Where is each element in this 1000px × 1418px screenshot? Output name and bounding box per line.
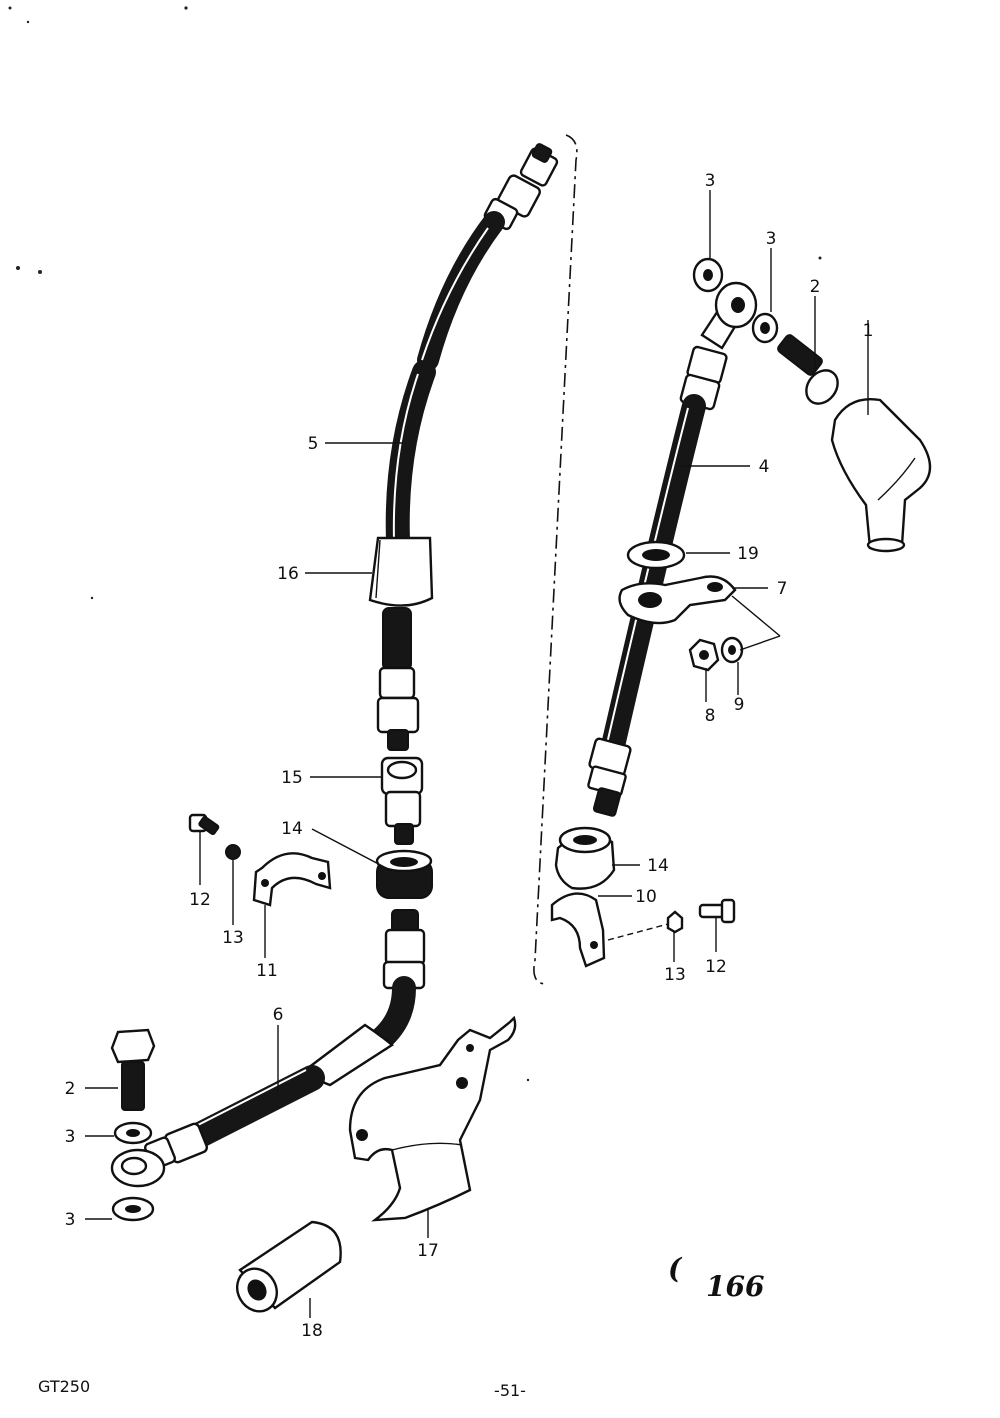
leader-lines — [85, 190, 869, 1318]
callout-3: 3 — [766, 229, 777, 249]
callout-5: 5 — [308, 434, 319, 454]
bolt-12-right — [698, 898, 736, 924]
lower-brake-hose-6 — [144, 909, 426, 1170]
nut-8 — [688, 638, 720, 672]
callout-labels: 3 3 2 1 4 5 16 19 7 8 9 15 14 14 10 12 1… — [65, 171, 874, 1341]
callout-3: 3 — [65, 1210, 76, 1230]
callout-10: 10 — [635, 887, 657, 907]
hose-protector-16 — [368, 536, 434, 607]
model-code: GT250 — [38, 1377, 90, 1396]
clamp-17 — [348, 1015, 517, 1222]
callout-3: 3 — [65, 1127, 76, 1147]
upper-brake-hose-5 — [385, 143, 559, 552]
callout-13: 13 — [664, 965, 686, 985]
page-number: -51- — [494, 1381, 526, 1400]
callout-18: 18 — [301, 1321, 323, 1341]
washer-9 — [720, 636, 744, 664]
banjo-bolt-2-left — [110, 1028, 156, 1111]
callout-1: 1 — [863, 321, 874, 341]
washer-3-lower-left — [111, 1196, 155, 1222]
callout-17: 17 — [417, 1241, 439, 1261]
hose-cover-18 — [236, 1220, 342, 1313]
grommet-14-left — [375, 849, 433, 899]
washer-3-top-right — [692, 257, 724, 293]
hose-joint-15 — [380, 756, 424, 845]
callout-3: 3 — [705, 171, 716, 191]
callout-4: 4 — [759, 457, 770, 477]
callout-2: 2 — [65, 1079, 76, 1099]
banjo-bolt-2-right — [777, 334, 839, 405]
figure-number: 166 — [706, 1270, 764, 1303]
callout-2: 2 — [810, 277, 821, 297]
banjo-union-right — [700, 281, 758, 350]
grommet-19 — [626, 540, 686, 570]
hose-lower-fitting — [376, 607, 420, 751]
callout-13: 13 — [222, 928, 244, 948]
callout-14: 14 — [647, 856, 669, 876]
bracket-7 — [618, 575, 737, 625]
callout-12: 12 — [189, 890, 211, 910]
hose-cover-1 — [830, 398, 932, 553]
clamp-10 — [550, 892, 606, 968]
washer-3-second-right — [751, 312, 779, 344]
figure-number-bracket: ( — [668, 1252, 683, 1285]
washer-3-upper-left — [113, 1121, 153, 1145]
nut-13-left — [225, 844, 241, 860]
callout-16: 16 — [277, 564, 299, 584]
callout-8: 8 — [705, 706, 716, 726]
nut-13-right — [666, 910, 684, 934]
callout-6: 6 — [273, 1005, 284, 1025]
grommet-14-right — [554, 826, 616, 890]
callout-9: 9 — [734, 695, 745, 715]
assembly-reference-line — [533, 134, 578, 985]
callout-14: 14 — [281, 819, 303, 839]
callout-11: 11 — [256, 961, 278, 981]
callout-7: 7 — [777, 579, 788, 599]
clamp-11 — [252, 852, 332, 907]
scan-specks — [8, 6, 822, 1082]
callout-19: 19 — [737, 544, 759, 564]
callout-12: 12 — [705, 957, 727, 977]
bolt-12-left — [188, 813, 220, 836]
callout-15: 15 — [281, 768, 303, 788]
banjo-union-left — [110, 1148, 166, 1188]
